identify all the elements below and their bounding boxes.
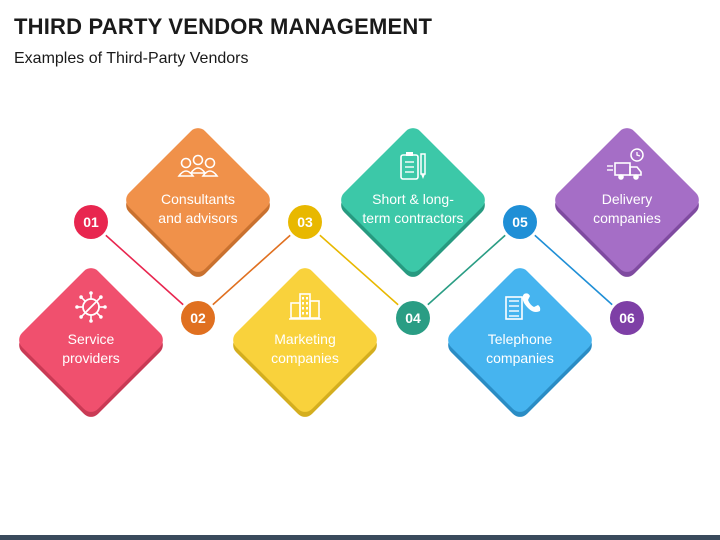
vendor-label-line2: and advisors: [158, 210, 238, 226]
vendor-card-03: [233, 268, 377, 412]
vendor-label-line2: companies: [486, 350, 554, 366]
connector-line: [519, 221, 628, 319]
vendor-label-line2: providers: [62, 350, 120, 366]
connector-line: [90, 221, 199, 319]
number-badge-05: [503, 205, 537, 239]
people-group-icon: [177, 154, 219, 177]
vendor-label-line2: companies: [593, 210, 661, 226]
vendor-card-04: [341, 128, 485, 272]
vendor-label-line2: companies: [271, 350, 339, 366]
vendor-label-line1: Telephone: [487, 331, 553, 347]
phone-building-icon: [505, 293, 541, 320]
vendor-label: Short & long-term contractors: [348, 190, 478, 228]
vendor-label: Delivery companies: [562, 190, 692, 228]
vendor-card-01: [19, 268, 163, 412]
delivery-truck-icon: [607, 148, 644, 180]
number-badge-02: [181, 301, 215, 335]
vendor-label: Consultants and advisors: [133, 190, 263, 228]
vendor-label: Marketing companies: [240, 330, 370, 368]
vendor-label-line1: Consultants: [161, 191, 235, 207]
buildings-icon: [289, 293, 321, 320]
vendor-label: Service providers: [26, 330, 156, 368]
number-badge-01: [74, 205, 108, 239]
vendor-label-line2: term contractors: [362, 210, 464, 226]
bottom-bar: [0, 535, 720, 540]
badge-number: 04: [405, 310, 421, 326]
vendor-card-02: [126, 128, 270, 272]
badge-number: 05: [512, 214, 528, 230]
badge-number: 01: [83, 214, 99, 230]
badge-number: 03: [297, 214, 313, 230]
number-badge-06: [610, 301, 644, 335]
connector-line: [304, 221, 414, 319]
page-subtitle: Examples of Third-Party Vendors: [14, 50, 249, 67]
connector-line: [412, 221, 521, 319]
virus-settings-icon: [75, 291, 107, 323]
page-title: THIRD PARTY VENDOR MANAGEMENT: [14, 14, 433, 39]
vendor-card-06: [555, 128, 699, 272]
number-badge-03: [288, 205, 322, 239]
vendor-label-line1: Marketing: [274, 331, 336, 347]
clipboard-pen-icon: [400, 152, 426, 180]
vendor-label-line1: Delivery: [601, 191, 653, 207]
vendor-label-line1: Service: [67, 331, 115, 347]
vendor-label: Telephone companies: [455, 330, 585, 368]
vendor-label-line1: Short & long-: [372, 191, 454, 207]
badge-number: 06: [619, 310, 635, 326]
vendor-card-05: [448, 268, 592, 412]
number-badge-04: [396, 301, 430, 335]
badge-number: 02: [190, 310, 206, 326]
connector-line: [197, 221, 306, 319]
